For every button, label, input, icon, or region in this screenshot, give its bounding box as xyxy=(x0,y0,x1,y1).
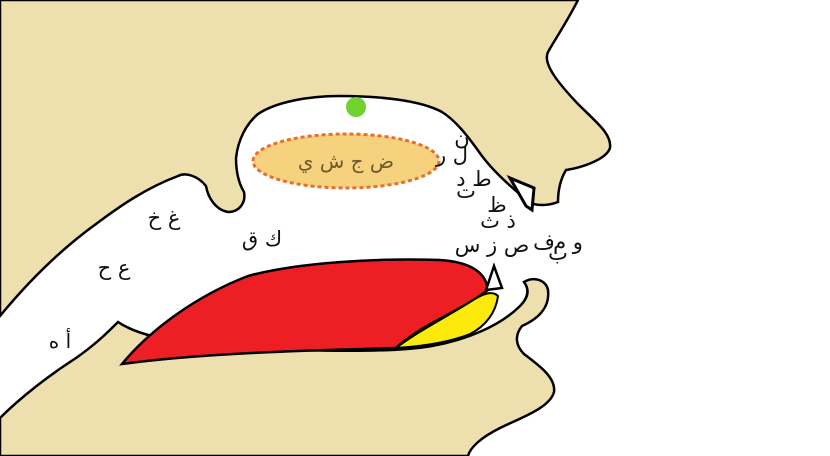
upper-incisor-icon xyxy=(506,174,536,213)
palatal-region xyxy=(251,132,441,190)
label-dental-stop: ط د xyxy=(456,167,491,191)
label-velar: ك ق xyxy=(242,227,282,251)
tongue-tip xyxy=(392,292,500,350)
label-interdental-z: ظ xyxy=(487,193,506,217)
green-dot-marker xyxy=(346,97,366,117)
lower-jaw-region xyxy=(0,278,556,456)
label-bilabial-b: ب xyxy=(548,241,568,265)
label-alveolar: ل ر xyxy=(435,143,468,167)
label-glottal: أ ه xyxy=(49,328,71,353)
label-sibilant: ص ز س xyxy=(455,233,530,257)
label-uvular: غ خ xyxy=(148,206,181,230)
label-dental-t: ت xyxy=(456,179,476,203)
lower-incisor-icon xyxy=(484,262,504,292)
label-labiodental: ف xyxy=(533,230,555,254)
label-palatal: ض ج ش ي xyxy=(298,149,394,174)
label-pharyngeal: ع ح xyxy=(98,256,131,280)
label-alveolar-n: ن xyxy=(454,126,469,150)
label-interdental: ذ ث xyxy=(480,209,516,233)
label-bilabial: و م xyxy=(553,230,583,254)
upper-head-region xyxy=(0,0,612,318)
